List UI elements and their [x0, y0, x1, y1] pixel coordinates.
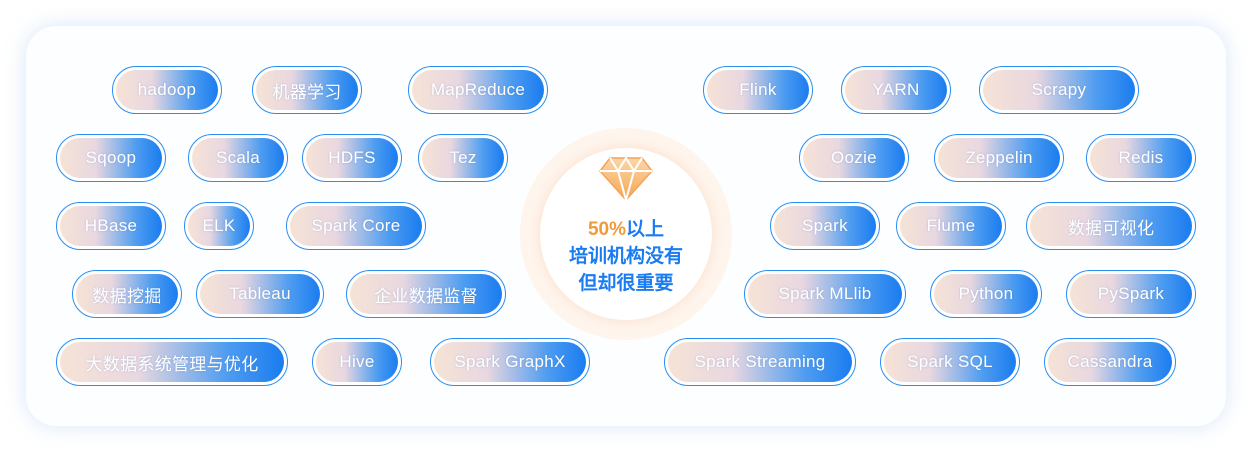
tag-label: 企业数据监督	[374, 286, 478, 306]
tag-machine-learning: 机器学习	[252, 66, 362, 114]
tag-cassandra: Cassandra	[1044, 338, 1176, 386]
tag-label: Sqoop	[85, 148, 137, 167]
tag-label: MapReduce	[430, 80, 526, 99]
tag-data-visualization: 数据可视化	[1026, 202, 1196, 250]
tag-scala: Scala	[188, 134, 288, 182]
center-line-2: 培训机构没有	[568, 246, 683, 267]
tag-spark-sql: Spark SQL	[880, 338, 1020, 386]
center-line-3: 但却很重要	[578, 273, 674, 294]
tag-label: Spark Streaming	[694, 352, 826, 371]
center-highlight: 50%	[587, 219, 626, 240]
tag-label: Flume	[926, 216, 976, 235]
tag-label: Scrapy	[1031, 80, 1087, 99]
tag-label: Oozie	[831, 148, 877, 167]
tag-spark-core: Spark Core	[286, 202, 426, 250]
tag-label: Redis	[1118, 148, 1164, 167]
tag-tableau: Tableau	[196, 270, 324, 318]
tag-redis: Redis	[1086, 134, 1196, 182]
tag-label: hadoop	[137, 80, 197, 99]
tag-tez: Tez	[418, 134, 508, 182]
tag-flume: Flume	[896, 202, 1006, 250]
tag-data-mining: 数据挖掘	[72, 270, 182, 318]
tag-yarn: YARN	[841, 66, 951, 114]
tag-label: Spark	[802, 216, 848, 235]
tag-spark-streaming: Spark Streaming	[664, 338, 856, 386]
tag-label: Spark MLlib	[778, 284, 872, 303]
tag-label: HBase	[84, 216, 138, 235]
tag-label: Tableau	[229, 284, 291, 303]
tag-spark-graphx: Spark GraphX	[430, 338, 590, 386]
tag-scrapy: Scrapy	[979, 66, 1139, 114]
tag-label: ELK	[202, 216, 236, 235]
tag-label: Zeppelin	[965, 148, 1033, 167]
tag-label: Cassandra	[1067, 352, 1153, 371]
tag-pyspark: PySpark	[1066, 270, 1196, 318]
tag-label: Spark GraphX	[454, 352, 566, 371]
center-line-1: 50%以上	[540, 214, 712, 241]
tag-flink: Flink	[703, 66, 813, 114]
tag-label: 机器学习	[272, 82, 342, 102]
tag-label: Flink	[739, 80, 777, 99]
tag-label: 大数据系统管理与优化	[85, 354, 259, 374]
tag-hadoop: hadoop	[112, 66, 222, 114]
tag-enterprise-data-supervision: 企业数据监督	[346, 270, 506, 318]
center-line-1-rest: 以上	[626, 219, 665, 240]
tag-label: YARN	[872, 80, 920, 99]
tag-label: Hive	[339, 352, 375, 371]
tag-label: Scala	[215, 148, 261, 167]
tag-sqoop: Sqoop	[56, 134, 166, 182]
tag-oozie: Oozie	[799, 134, 909, 182]
tag-python: Python	[930, 270, 1042, 318]
tag-spark-mllib: Spark MLlib	[744, 270, 906, 318]
tag-label: 数据可视化	[1067, 218, 1155, 238]
tag-hdfs: HDFS	[302, 134, 402, 182]
tag-label: Spark Core	[311, 216, 401, 235]
tag-spark: Spark	[770, 202, 880, 250]
tag-label: Tez	[449, 148, 477, 167]
diamond-icon	[599, 157, 653, 201]
tag-hbase: HBase	[56, 202, 166, 250]
tag-label: Spark SQL	[907, 352, 993, 371]
tag-label: PySpark	[1097, 284, 1165, 303]
tag-hive: Hive	[312, 338, 402, 386]
tag-label: Python	[958, 284, 1014, 303]
tag-label: 数据挖掘	[92, 286, 162, 306]
tag-mapreduce: MapReduce	[408, 66, 548, 114]
tag-zeppelin: Zeppelin	[934, 134, 1064, 182]
tag-elk: ELK	[184, 202, 254, 250]
tag-bigdata-system-management: 大数据系统管理与优化	[56, 338, 288, 386]
tag-label: HDFS	[328, 148, 376, 167]
